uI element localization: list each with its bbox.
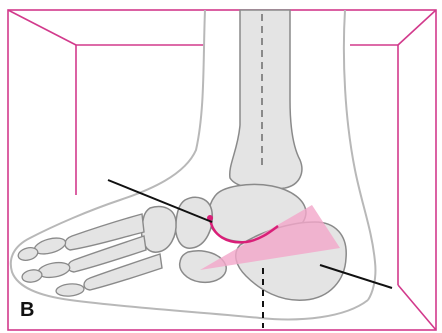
skin-back-outline (344, 10, 376, 300)
navicular-bone (176, 197, 213, 248)
phalanx-2-distal (21, 268, 43, 283)
panel-label: B (20, 300, 34, 320)
tibia-bone (230, 10, 302, 190)
phalanx-3 (56, 283, 85, 297)
frame-diagonal-bottom-right (398, 285, 436, 330)
tibia-shaft (230, 10, 302, 190)
frame-diagonal-top-right (398, 10, 436, 45)
frame-diagonal-top-left (8, 10, 76, 45)
cuneiform-bone (142, 207, 176, 253)
